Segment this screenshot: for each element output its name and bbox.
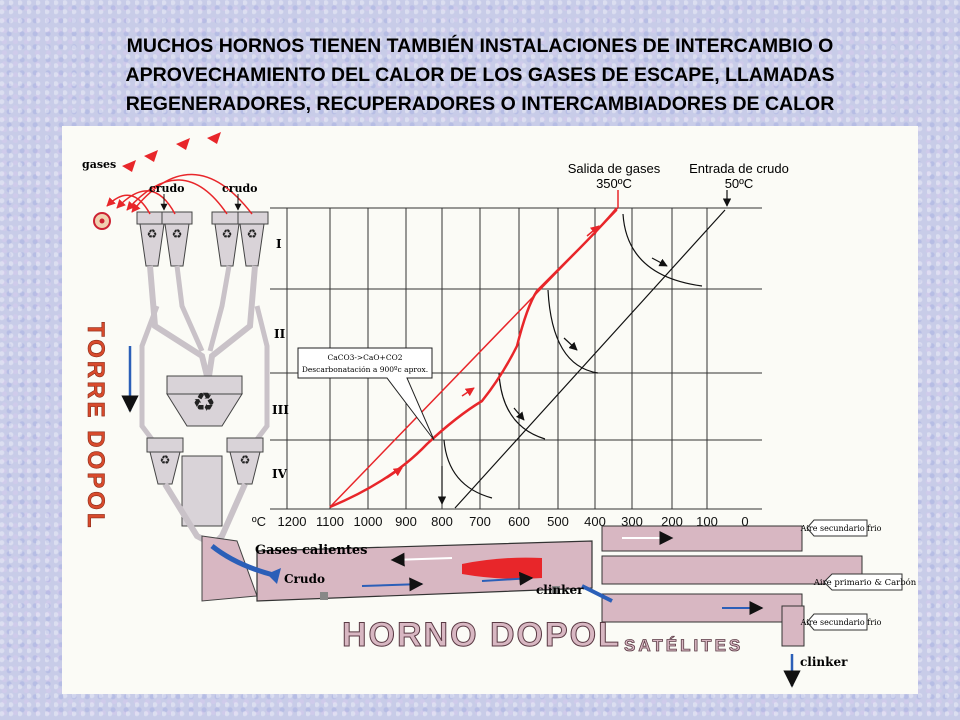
temp-0: 0 [741, 514, 748, 529]
temp-700: 700 [469, 514, 491, 529]
temp-1000: 1000 [354, 514, 383, 529]
exhaust-arrowheads [122, 132, 221, 172]
stage-label-4: IV [272, 467, 288, 481]
reaction-line-2: Descarbonatación a 900ºc aprox. [302, 365, 428, 374]
inlet-temp: 50ºC [725, 176, 754, 191]
temp-800: 800 [431, 514, 453, 529]
temp-100: 100 [696, 514, 718, 529]
recycle-icon: ♻ [172, 227, 183, 241]
air-inlets [806, 519, 903, 631]
recycle-icon: ♻ [147, 227, 158, 241]
kiln-flow-arrows [361, 531, 801, 688]
label-crudo-kiln: Crudo [284, 572, 325, 586]
tower-title-text: TORRE DOPOL [82, 322, 109, 531]
reaction-callout: CaCO3->CaO+CO2 Descarbonatación a 900ºc … [297, 347, 435, 441]
reaction-line-1: CaCO3->CaO+CO2 [328, 353, 403, 362]
temp-600: 600 [508, 514, 530, 529]
fan-hub [99, 218, 105, 224]
air-secondary-top: Aire secundario frio [800, 524, 882, 533]
stage-label-2: II [274, 327, 286, 341]
recycle-icon: ♻ [222, 227, 233, 241]
temperature-axis: ºC 1200 1100 1000 900 800 700 600 500 40… [252, 514, 749, 529]
recycle-icon: ♻ [247, 227, 258, 241]
temp-400: 400 [584, 514, 606, 529]
temp-300: 300 [621, 514, 643, 529]
label-crudo-right: crudo [222, 182, 258, 195]
air-secondary-bottom: Aire secundario frio [800, 618, 882, 627]
kiln-diagram: I II III IV ºC 1200 1100 1000 900 800 70… [82, 132, 917, 688]
temp-unit: ºC [252, 514, 266, 529]
recycle-icon: ♻ [192, 388, 215, 418]
recycle-icon: ♻ [160, 453, 171, 467]
inlet-title: Entrada de crudo [689, 161, 789, 176]
label-gases-calientes: Gases calientes [255, 543, 368, 558]
gas-temperature-curve [329, 207, 618, 509]
tower-title: TORRE DOPOL [82, 322, 110, 531]
slide-heading: MUCHOS HORNOS TIENEN TAMBIÉN INSTALACION… [20, 32, 940, 119]
cyclone-recycle-icons: ♻ ♻ ♻ ♻ ♻ ♻ ♻ [147, 227, 258, 467]
satellite-coolers [601, 525, 863, 647]
heading-line-2: APROVECHAMIENTO DEL CALOR DE LOS GASES D… [125, 64, 835, 86]
diagram-panel: I II III IV ºC 1200 1100 1000 900 800 70… [62, 126, 918, 694]
kiln-title: HORNO DOPOL [342, 616, 621, 654]
temp-200: 200 [661, 514, 683, 529]
temp-900: 900 [395, 514, 417, 529]
temp-1100: 1100 [316, 514, 344, 529]
label-gases: gases [82, 158, 116, 171]
clinker-blue-arrow [581, 584, 613, 603]
kiln-tyre [320, 592, 328, 600]
outlet-title: Salida de gases [568, 161, 661, 176]
outlet-temp: 350ºC [596, 176, 632, 191]
temperature-grid [270, 207, 762, 510]
raw-meal-curve [437, 209, 726, 509]
preheater-tower [136, 211, 270, 547]
label-clinker-out: clinker [800, 655, 848, 669]
crudo-blue-arrowhead [267, 568, 281, 584]
temp-1200: 1200 [278, 514, 307, 529]
kiln-tyre [552, 586, 560, 594]
stage-label-3: III [272, 403, 289, 417]
heading-line-3: REGENERADORES, RECUPERADORES O INTERCAMB… [125, 93, 835, 115]
recycle-icon: ♻ [240, 453, 251, 467]
air-primary: Aire primario & Carbón [813, 577, 917, 588]
label-clinker-kiln: clinker [536, 583, 584, 597]
satellites-title: SATÉLITES [624, 636, 743, 655]
temp-500: 500 [547, 514, 569, 529]
heading-line-1: MUCHOS HORNOS TIENEN TAMBIÉN INSTALACION… [126, 35, 834, 57]
stage-label-1: I [276, 237, 282, 251]
label-crudo-left: crudo [149, 182, 185, 195]
